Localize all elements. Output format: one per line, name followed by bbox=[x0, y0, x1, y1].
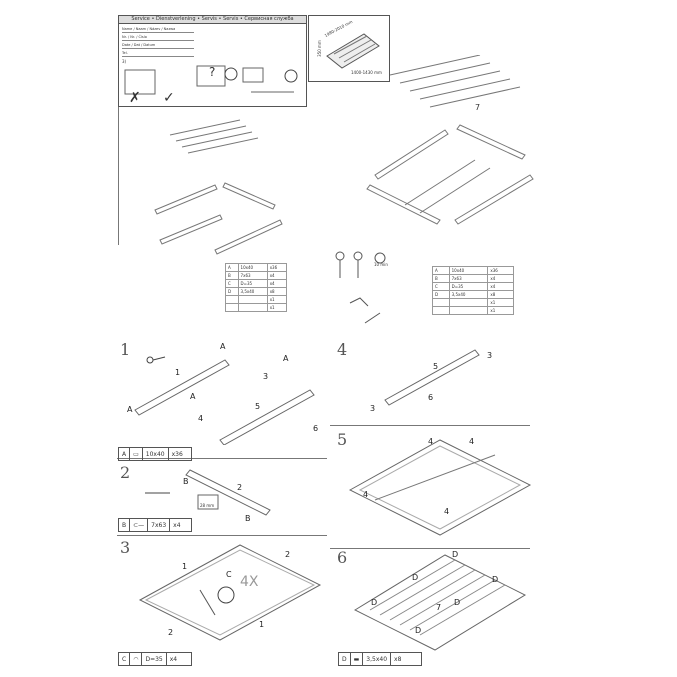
service-panel: Service • Dienstverlening • Servis • Ser… bbox=[118, 15, 307, 107]
step-3-label-c: C bbox=[226, 570, 232, 579]
dimension-panel: 1980-2010 mm 1400-1430 mm 350 mm bbox=[308, 15, 390, 82]
divider-step4 bbox=[330, 425, 530, 426]
step-6-label-d2: D bbox=[412, 573, 419, 582]
step-4-label-3b: 3 bbox=[370, 404, 376, 413]
step-1-number: 1 bbox=[120, 340, 131, 359]
step-5-label-4c: 4 bbox=[363, 490, 369, 499]
time-label: 10 min bbox=[374, 262, 388, 267]
divider-step5 bbox=[330, 548, 530, 549]
step-4-diagram bbox=[384, 349, 480, 406]
step-3-diagram bbox=[138, 544, 322, 641]
step-6-diagram bbox=[353, 554, 527, 651]
step-5-diagram bbox=[348, 439, 532, 536]
service-title: Service • Dienstverlening • Servis • Ser… bbox=[119, 16, 306, 24]
divider-step2 bbox=[117, 535, 327, 536]
exploded-view-small bbox=[154, 119, 283, 255]
step-5-number: 5 bbox=[337, 430, 348, 449]
form-line-number: Nr. / Nr. / Číslo bbox=[122, 34, 194, 41]
step-3-label-2b: 2 bbox=[168, 628, 174, 637]
step-1-label-4: 4 bbox=[198, 414, 204, 423]
service-illustration: ✗ ✓ ? bbox=[124, 65, 298, 106]
step-2-label-b1: B bbox=[183, 477, 189, 486]
step-2-label-2: 2 bbox=[237, 483, 243, 492]
step-6-label-7: 7 bbox=[436, 603, 442, 612]
step-2-label-28mm: 28 mm bbox=[200, 503, 215, 508]
step-5-label-4d: 4 bbox=[444, 507, 450, 516]
svg-text:✗: ✗ bbox=[129, 90, 141, 106]
svg-text:✓: ✓ bbox=[163, 90, 175, 106]
step-4-label-3a: 3 bbox=[487, 351, 493, 360]
form-line-date: Date / Dat / Datum bbox=[122, 42, 194, 49]
step-5-label-4a: 4 bbox=[428, 437, 434, 446]
step-2-number: 2 bbox=[120, 463, 131, 482]
divider-step1 bbox=[117, 458, 327, 459]
dim-width: 1400-1430 mm bbox=[351, 70, 382, 75]
step-1-label-3: 3 bbox=[263, 372, 269, 381]
step-3-label-2a: 2 bbox=[285, 550, 291, 559]
step-5-label-4b: 4 bbox=[469, 437, 475, 446]
step-1-label-a3: A bbox=[283, 354, 289, 363]
step-4-number: 4 bbox=[337, 340, 348, 359]
step-1-label-5: 5 bbox=[255, 402, 261, 411]
measure-ruler bbox=[110, 15, 119, 245]
svg-text:?: ? bbox=[209, 65, 215, 79]
step-1-label-a1: A bbox=[220, 342, 226, 351]
step-1-diagram bbox=[134, 356, 315, 445]
step-4-label-6: 6 bbox=[428, 393, 434, 402]
step-3-label-1b: 1 bbox=[259, 620, 265, 629]
step-3-label-1a: 1 bbox=[182, 562, 188, 571]
step-2-label-b2: B bbox=[245, 514, 251, 523]
dim-height: 350 mm bbox=[316, 40, 322, 57]
service-box-label: 3) bbox=[122, 59, 127, 64]
form-line-name: Name / Naam / Název / Nazwa bbox=[122, 26, 194, 33]
form-line-tel: Tel. bbox=[122, 50, 194, 57]
step-1-label-1: 1 bbox=[175, 368, 181, 377]
step-6-label-d3: D bbox=[492, 575, 499, 584]
step-1-label-6: 6 bbox=[313, 424, 319, 433]
exploded-view-large: 7 bbox=[366, 55, 534, 225]
step-1-label-a4: A bbox=[190, 392, 196, 401]
step-3-number: 3 bbox=[120, 538, 131, 557]
step-4-label-5: 5 bbox=[433, 362, 439, 371]
step-6-number: 6 bbox=[337, 548, 348, 567]
step-1-label-a2: A bbox=[127, 405, 133, 414]
two-people-icon bbox=[335, 251, 386, 324]
step-2-diagram bbox=[145, 469, 271, 516]
step-6-label-d4: D bbox=[371, 598, 378, 607]
step-6-label-d5: D bbox=[454, 598, 461, 607]
step-6-label-d1: D bbox=[452, 550, 459, 559]
overview-slats-label: 7 bbox=[475, 103, 480, 112]
step-3-label-4x: 4X bbox=[240, 574, 259, 590]
step-6-label-d6: D bbox=[415, 626, 422, 635]
